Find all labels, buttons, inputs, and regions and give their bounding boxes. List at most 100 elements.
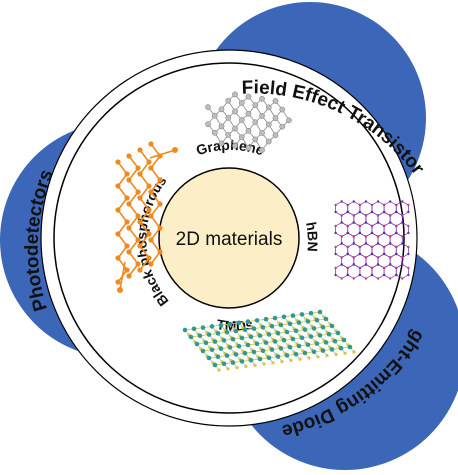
tmd-atom [227, 345, 233, 350]
graphene-atom [225, 115, 232, 121]
hbn-atom [382, 210, 386, 214]
bp-atom [137, 219, 143, 225]
tmd-atom [311, 349, 317, 355]
tmd-atom [278, 322, 284, 328]
tmd-atom [182, 327, 188, 333]
hbn-atom [346, 231, 349, 235]
hbn-atom [364, 277, 368, 280]
hbn-atom [370, 203, 374, 207]
hbn-atom [364, 242, 368, 245]
bp-atom [137, 267, 143, 273]
tmd-atom [307, 356, 311, 360]
tmd-atom [236, 343, 242, 349]
graphene-atom [286, 117, 292, 124]
hbn-atom [388, 277, 392, 280]
tmd-atom [197, 333, 203, 339]
hbn-atom [334, 252, 337, 256]
graphene-atom [265, 121, 272, 128]
tmd-atom [218, 346, 224, 351]
center-circle [158, 167, 300, 309]
tmd-atom [281, 314, 287, 320]
tmd-atom [299, 335, 305, 341]
tmd-atom [275, 354, 281, 359]
bp-atom [148, 189, 154, 195]
svg-text:hBN: hBN [303, 221, 321, 252]
bp-atom [124, 219, 130, 225]
hbn-atom [376, 200, 380, 203]
bp-atom [126, 225, 132, 231]
hbn-atom [370, 245, 374, 249]
tmd-atom [317, 333, 323, 338]
graphene-atom [252, 102, 259, 109]
hbn-atom [370, 210, 374, 214]
hbn-atom [334, 245, 337, 249]
hbn-atom [340, 221, 343, 224]
hbn-atom [340, 214, 343, 217]
bp-atom [137, 147, 143, 153]
tmd-atom [329, 347, 335, 352]
hbn-atom [334, 203, 337, 207]
inner-ring [53, 62, 405, 414]
hbn-atom [407, 252, 410, 256]
hbn-atom [395, 203, 398, 207]
tmd-atom [323, 316, 329, 322]
tmd-atom [316, 355, 320, 359]
tmd-atom [320, 348, 326, 353]
graphene-atom [259, 95, 265, 102]
hbn-atom [395, 224, 398, 228]
tmd-atom [263, 340, 269, 345]
tmd-atom [191, 326, 197, 332]
tmd-atom [236, 320, 242, 326]
hbn-atom [370, 252, 374, 256]
hbn-atom [358, 245, 362, 249]
tmd-atom [323, 340, 329, 345]
tmd-atom [352, 350, 356, 354]
hbn-atom [358, 224, 362, 228]
hbn-atom [352, 200, 356, 203]
tmd-atom [284, 353, 290, 358]
bp-atom [124, 243, 130, 249]
hbn-atom [352, 242, 356, 245]
hbn-atom [407, 231, 410, 235]
tmd-atom [308, 334, 314, 339]
hbn-atom [358, 252, 362, 256]
bp-atom [115, 207, 121, 213]
tmd-atom [298, 357, 302, 361]
hbn-atom [395, 231, 398, 235]
graphene-atom [225, 132, 232, 138]
tmd-atom [272, 339, 278, 344]
tmd-atom [332, 338, 338, 344]
tmd-atom [188, 334, 194, 340]
graphene-atom [211, 129, 218, 136]
hbn-atom [388, 221, 392, 224]
hbn-atom [334, 210, 337, 214]
tmd-atom [233, 328, 239, 334]
graphene-atom [232, 142, 238, 149]
hbn-atom [401, 200, 404, 203]
hbn-atom [382, 266, 386, 270]
bp-atom [124, 171, 130, 177]
graphene-atom [238, 134, 245, 140]
bp-bond [119, 261, 126, 291]
hbn-structure-image [334, 200, 410, 280]
graphene-atom [218, 140, 225, 147]
tmd-atom [281, 337, 287, 343]
hbn-atom [407, 245, 410, 249]
hbn-atom [358, 231, 362, 235]
hbn-atom [388, 263, 392, 266]
tmd-atom [271, 361, 275, 365]
bp-atom [157, 225, 163, 231]
bp-atom [124, 267, 130, 273]
tmd-atom [266, 332, 272, 337]
hbn-atom [401, 235, 404, 238]
tmd-atom [314, 317, 320, 323]
tmd-atom [257, 333, 263, 338]
hbn-atom [334, 231, 337, 235]
graphene-atom [245, 93, 252, 100]
tmd-atom [224, 329, 230, 335]
bp-atom [148, 213, 154, 219]
graphene-atom [232, 108, 238, 115]
tmd-atom [262, 362, 266, 366]
tmd-atom [218, 322, 224, 328]
tmd-atom [206, 332, 212, 337]
